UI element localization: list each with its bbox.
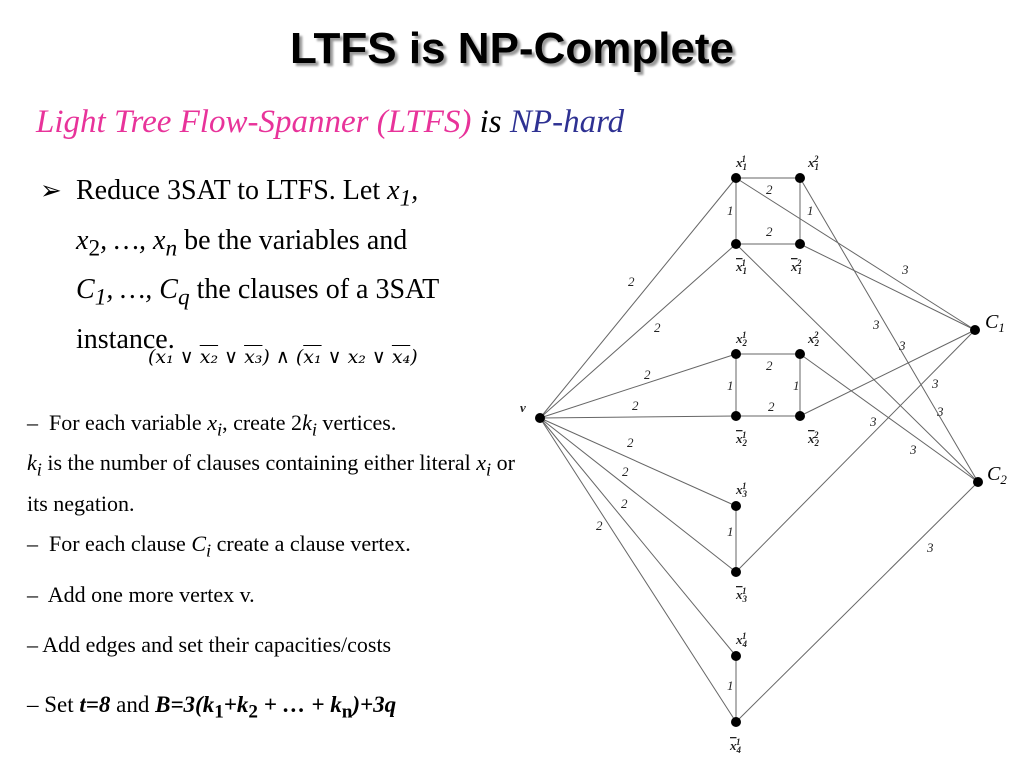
vertex-x21 [731, 349, 741, 359]
edge-labels: 2 2 1 1 2 2 1 1 1 1 2 2 2 2 2 2 2 2 3 3 … [596, 182, 944, 693]
vertex-x11 [731, 173, 741, 183]
edge-label-l1: 1 [727, 203, 734, 218]
bullet-arrow-icon: ➢ [40, 176, 62, 205]
graph-vertices [535, 173, 983, 727]
edge-label-v4: 2 [632, 398, 639, 413]
edge-label-top2: 2 [766, 358, 773, 373]
label-x22: x22 [807, 330, 820, 348]
label-x12: x12 [807, 154, 819, 172]
vertex-v [535, 413, 545, 423]
edge-v-x11 [539, 177, 737, 419]
vertex-nx41 [731, 717, 741, 727]
edge-v-nx11 [539, 243, 737, 419]
edge-v-nx41 [539, 417, 737, 723]
item-set-parameters: – Set t=8 and B=3(k1+k2 + … + kn)+3q [27, 692, 397, 723]
label-c2: C2 [987, 463, 1007, 487]
label-x11: x11 [735, 154, 747, 172]
edge-label-v6: 2 [622, 464, 629, 479]
label-nx41: x41 [729, 737, 742, 755]
edge-label-bot2: 2 [768, 399, 775, 414]
edge-nx12-c1 [799, 243, 976, 331]
edge-nx22-c1 [799, 329, 976, 417]
edge-label-bot1: 2 [766, 224, 773, 239]
edge-label-v1: 2 [628, 274, 635, 289]
slide-subtitle: Light Tree Flow-Spanner (LTFS) is NP-har… [36, 104, 624, 141]
edge-v-x21 [539, 353, 737, 419]
edge-label-v5: 2 [627, 435, 634, 450]
item-vertex-v: – Add one more vertex v. [27, 582, 255, 607]
3sat-formula: (x₁ ∨ x₂ ∨ x₃) ∧ (x₁ ∨ x₂ ∨ x₄) [148, 346, 418, 368]
label-v: v [520, 400, 526, 415]
vertex-c1 [970, 325, 980, 335]
vertex-nx31 [731, 567, 741, 577]
vertex-nx22 [795, 411, 805, 421]
edge-label-l3: 1 [727, 524, 734, 539]
edge-v-x31 [539, 417, 737, 507]
item-add-edges: – Add edges and set their capacities/cos… [27, 632, 392, 657]
subtitle-is: is [471, 104, 510, 140]
subtitle-np-hard: NP-hard [509, 104, 625, 140]
edge-label-c2b: 3 [909, 442, 917, 457]
edge-label-c2a: 3 [936, 404, 944, 419]
bullet-text: Reduce 3SAT to LTFS. Let x1,x2, …, xn be… [76, 175, 439, 355]
edge-label-c1a: 3 [901, 262, 909, 277]
vertex-x41 [731, 651, 741, 661]
edge-nx31-c1 [735, 329, 976, 573]
edge-label-l4: 1 [727, 678, 734, 693]
edge-label-c1c: 3 [898, 338, 906, 353]
edge-x12-c2 [799, 177, 979, 483]
vertex-x31 [731, 501, 741, 511]
label-nx21: x21 [735, 430, 748, 448]
edge-label-c2c: 3 [926, 540, 934, 555]
slide-title: LTFS is NP-Complete [289, 24, 735, 73]
edge-v-x41 [539, 417, 737, 657]
edge-label-v8: 2 [596, 518, 603, 533]
vertex-nx12 [795, 239, 805, 249]
edge-label-v7: 2 [621, 496, 628, 511]
edge-label-c1d: 3 [931, 376, 939, 391]
graph-edges [539, 177, 979, 723]
label-nx31: x31 [735, 586, 748, 604]
vertex-nx21 [731, 411, 741, 421]
vertex-x22 [795, 349, 805, 359]
edge-x11-c1 [735, 177, 976, 331]
edge-label-l2: 1 [727, 378, 734, 393]
edge-x22-c2 [799, 353, 979, 483]
subtitle-ltfs: Light Tree Flow-Spanner (LTFS) [36, 104, 472, 140]
vertex-labels: v C1 C2 x11 x12 x11 x12 x21 x22 x21 x22 … [520, 154, 1007, 755]
item-clause-vertex: – For each clause Ci create a clause ver… [27, 531, 411, 561]
edge-label-top1: 2 [766, 182, 773, 197]
edge-v-nx31 [539, 417, 737, 573]
gadget-x1 [735, 177, 801, 245]
edge-label-r2: 1 [793, 378, 800, 393]
label-nx12: x12 [790, 258, 802, 276]
label-nx22: x22 [807, 430, 820, 448]
label-x31: x31 [735, 481, 748, 499]
item-variable-vertices: – For each variable xi, create 2ki verti… [27, 410, 515, 516]
vertex-c2 [973, 477, 983, 487]
label-nx11: x11 [735, 258, 747, 276]
edge-label-c1b: 3 [872, 317, 880, 332]
edge-nx41-c2 [735, 481, 979, 723]
edge-nx11-c2 [735, 243, 979, 483]
vertex-x12 [795, 173, 805, 183]
edge-label-c2d: 3 [869, 414, 877, 429]
vertex-nx11 [731, 239, 741, 249]
label-x41: x41 [735, 631, 748, 649]
label-c1: C1 [985, 311, 1005, 335]
edge-label-v3: 2 [644, 367, 651, 382]
edge-v-nx21 [539, 415, 737, 419]
edge-label-v2: 2 [654, 320, 661, 335]
label-x21: x21 [735, 330, 748, 348]
gadget-x2 [735, 353, 801, 417]
edge-label-r1: 1 [807, 203, 814, 218]
